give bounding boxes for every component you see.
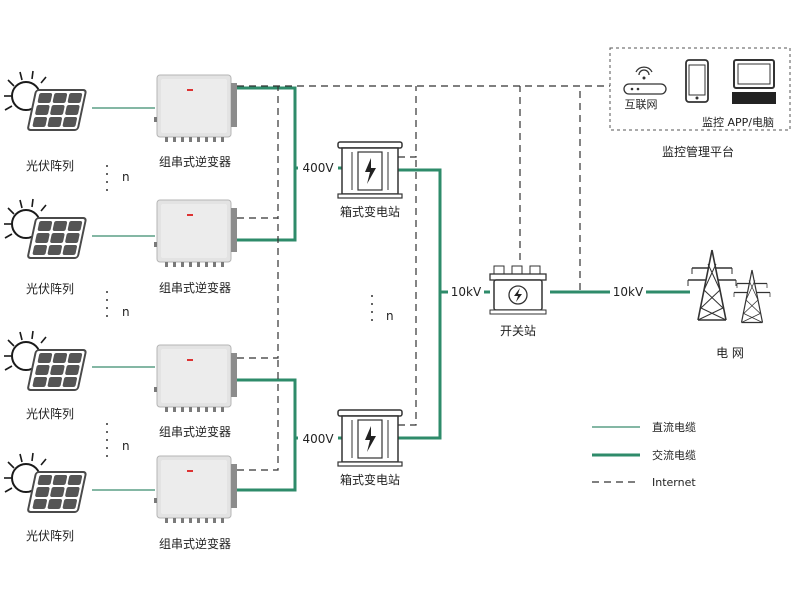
- inverter-label: 组串式逆变器: [159, 154, 231, 169]
- switch-station-label: 开关站: [500, 324, 536, 338]
- box-substation-icon: [337, 409, 403, 467]
- voltage-label-400v: 400V: [302, 432, 334, 446]
- voltage-label-400v: 400V: [302, 161, 334, 175]
- n-mark: n: [122, 305, 130, 319]
- inverter-label: 组串式逆变器: [159, 536, 231, 551]
- box-substation-label: 箱式变电站: [340, 204, 400, 219]
- pv-array-icon: [3, 70, 88, 131]
- pv-array-label: 光伏阵列: [26, 529, 74, 543]
- internet-device-label: 互联网: [625, 98, 658, 111]
- legend-ac-label: 交流电缆: [652, 448, 696, 462]
- monitoring-platform-box: [609, 47, 791, 131]
- n-mark: n: [386, 309, 394, 323]
- router-icon: [623, 66, 667, 95]
- power-pylon-icon: [733, 269, 771, 324]
- internet-lines: [237, 85, 610, 471]
- inverter-icon: [153, 455, 238, 524]
- voltage-label-10kv: 10kV: [451, 285, 482, 299]
- inverter-icon: [153, 74, 238, 143]
- inverter-icon: [153, 199, 238, 268]
- pv-array-icon: [3, 198, 88, 259]
- dc-cables: [92, 107, 155, 491]
- pv-array-icon: [3, 452, 88, 513]
- box-substation-label: 箱式变电站: [340, 472, 400, 487]
- power-pylon-icon: [687, 249, 737, 321]
- pv-array-icon: [3, 330, 88, 391]
- inverter-label: 组串式逆变器: [159, 280, 231, 295]
- n-mark: n: [122, 439, 130, 453]
- monitor-app-label: 监控 APP/电脑: [702, 115, 774, 129]
- switch-station-icon: [489, 265, 547, 315]
- legend: 直流电缆 交流电缆 Internet: [592, 420, 696, 489]
- box-substation-icon: [337, 141, 403, 199]
- grid-label: 电 网: [716, 346, 744, 360]
- n-mark: n: [122, 170, 130, 184]
- phone-icon: [685, 59, 709, 103]
- inverter-label: 组串式逆变器: [159, 424, 231, 439]
- ellipsis-dots: [106, 165, 373, 457]
- voltage-label-10kv: 10kV: [613, 285, 644, 299]
- inverter-icon: [153, 344, 238, 413]
- pv-array-label: 光伏阵列: [26, 159, 74, 173]
- computer-icon: [732, 59, 776, 104]
- legend-internet-label: Internet: [652, 476, 696, 489]
- monitoring-platform-title: 监控管理平台: [662, 144, 734, 159]
- pv-array-label: 光伏阵列: [26, 407, 74, 421]
- legend-dc-label: 直流电缆: [652, 420, 696, 434]
- pv-array-label: 光伏阵列: [26, 282, 74, 296]
